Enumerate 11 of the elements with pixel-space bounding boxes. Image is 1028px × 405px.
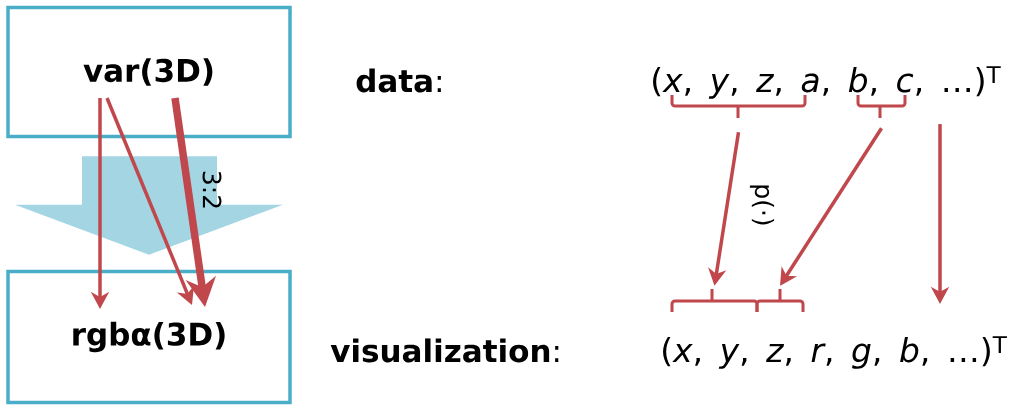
edge-label: p(·) [749,185,775,225]
block-arrow [15,156,283,255]
curly-bracket [755,287,805,314]
row-label: data: [356,68,441,93]
edge-label: 3:2 [202,171,222,208]
process-box: var(3D) [6,5,292,139]
process-box: rgbα(3D) [6,269,292,405]
vector-text: (x, y, z, r, g, b, …)$^{T}$ [663,336,1007,369]
row-label: visualization: [330,338,559,363]
vector-text: (x, y, z, a, b, c, …)$^{T}$ [653,66,1001,99]
curly-bracket [670,287,759,314]
